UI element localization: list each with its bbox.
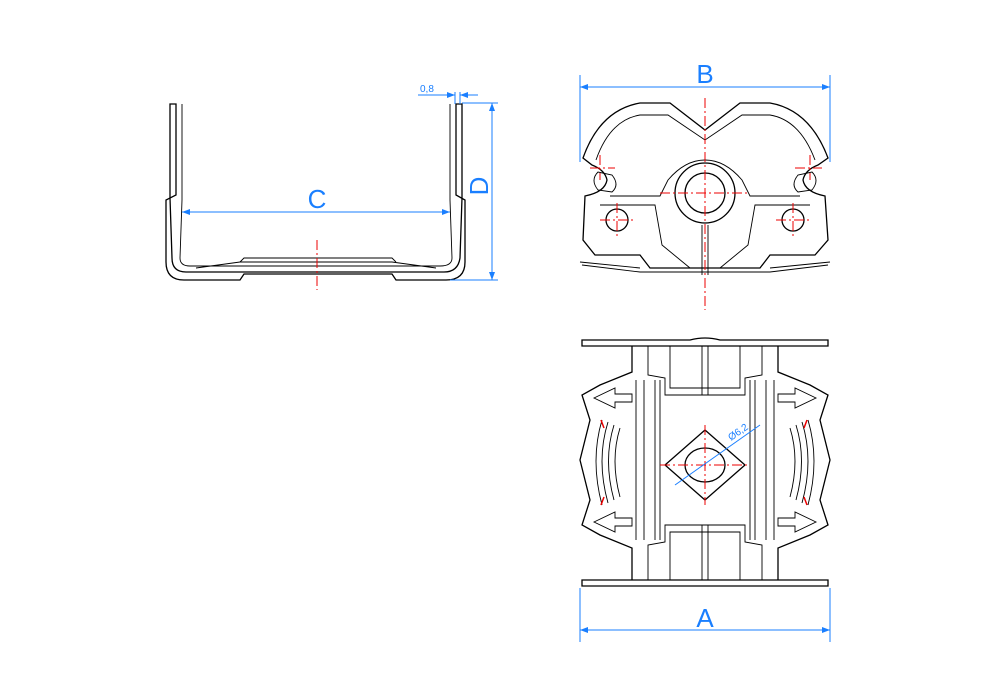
front-view: B [579, 59, 831, 310]
dimension-c-label: C [308, 184, 327, 214]
thickness-label: 0,8 [420, 84, 434, 95]
dimension-d-label: D [464, 177, 494, 196]
hole-diameter-leader [674, 424, 761, 486]
dimension-a-label: A [696, 603, 714, 633]
side-view: C D 0,8 [165, 84, 498, 290]
top-view: Ø6,2 A [579, 337, 831, 642]
dimension-b-label: B [696, 59, 713, 89]
